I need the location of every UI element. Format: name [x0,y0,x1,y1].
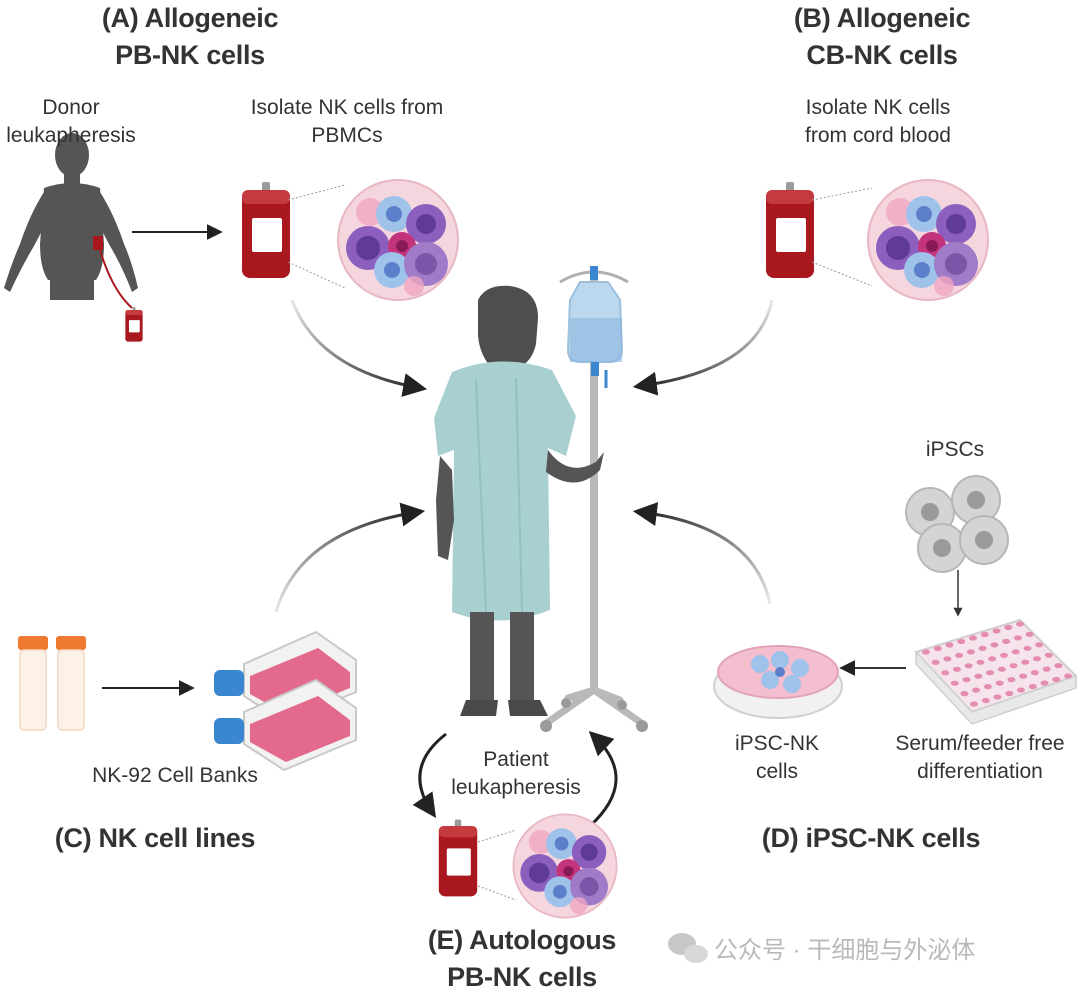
well [1021,659,1030,665]
well [970,701,978,707]
well [943,656,952,662]
well [995,680,1004,686]
arrow-a-to-patient [290,299,428,397]
well [955,652,964,659]
well [1040,680,1049,686]
well [972,687,981,693]
well-plate [914,618,1078,725]
well [933,645,942,652]
well [962,677,971,683]
well [1017,687,1025,693]
iv-bag [566,266,624,388]
well [983,684,992,690]
well [997,666,1006,672]
well [1013,635,1022,641]
panel-e-title: (E) Autologous PB-NK cells [427,925,617,992]
cord-blood-bag [766,182,814,278]
arm-catheter [93,236,103,250]
well [1025,631,1034,638]
donor-silhouette [4,133,138,300]
well [974,673,983,679]
well [1002,638,1011,645]
isolate-pbmc-label: Isolate NK cells from PBMCs [250,96,444,147]
arrow-patient-to-leukapheresis [412,732,447,818]
well [950,680,959,686]
watermark-text: 公众号 · 干细胞与外泌体 [714,937,976,964]
well [1028,683,1037,690]
iv-pole [540,270,648,732]
well [1009,663,1018,669]
well [1005,690,1014,697]
well [992,628,1001,634]
well [978,645,987,652]
panel-b-title: (B) Allogeneic CB-NK cells [793,3,971,70]
isolate-cord-blood-label: Isolate NK cells from cord blood [805,96,951,147]
well [945,642,954,648]
ipsc-nk-cells-label: iPSC-NK cells [734,732,819,783]
well [1033,656,1041,662]
well [980,631,989,638]
well [941,670,950,676]
well [981,697,990,704]
panel-a-title: (A) Allogeneic PB-NK cells [101,3,279,70]
well [1042,666,1051,672]
well [1044,652,1053,658]
wechat-icon [668,933,708,963]
donor-leukapheresis-label: Donor leukapheresis [6,96,136,147]
donor-blood-line [99,249,133,309]
well [1052,676,1061,683]
well [960,691,969,697]
well [990,642,999,648]
well [957,638,966,645]
arrow-d-to-patient [632,502,772,605]
well-plate-wells [922,621,1072,707]
autologous-cells-zoom [512,813,618,919]
well [1023,645,1032,651]
culture-flasks [214,630,357,772]
well [993,694,1002,700]
well [969,635,977,641]
well [953,666,961,672]
well [986,670,994,676]
well [988,656,997,662]
petri-dish [713,645,843,719]
nk92-cell-banks-label: NK-92 Cell Banks [92,764,258,787]
well [964,663,973,669]
serum-feeder-free-label: Serum/feeder free differentiation [895,732,1065,783]
ipsc-cells [905,475,1009,573]
patient-figure [434,285,604,716]
pbmc-blood-bag [242,182,290,278]
panel-d-title: (D) iPSC-NK cells [761,823,981,853]
well [1064,673,1072,679]
well [931,659,940,666]
well [1007,677,1016,683]
well [1004,624,1013,631]
autologous-blood-bag [438,819,478,897]
well [1030,670,1039,676]
well [1054,663,1063,669]
panel-c-title: (C) NK cell lines [54,823,256,853]
ipscs-label: iPSCs [925,438,985,461]
well [1035,642,1044,648]
well [976,659,985,665]
well [1000,652,1008,658]
well [966,649,975,655]
arrow-c-to-patient [274,502,426,613]
well [1019,673,1028,679]
donor-blood-bag [125,307,143,342]
well [1016,621,1024,627]
patient-leukapheresis-label: Patient leukapheresis [451,748,581,799]
well [922,649,930,655]
pbmc-cells-zoom [337,179,459,301]
arrow-b-to-patient [632,299,774,396]
cord-blood-cells-zoom [867,179,989,301]
well [1011,649,1020,655]
nk92-vials [18,636,86,731]
arrow-leukapheresis-to-patient [588,731,618,828]
